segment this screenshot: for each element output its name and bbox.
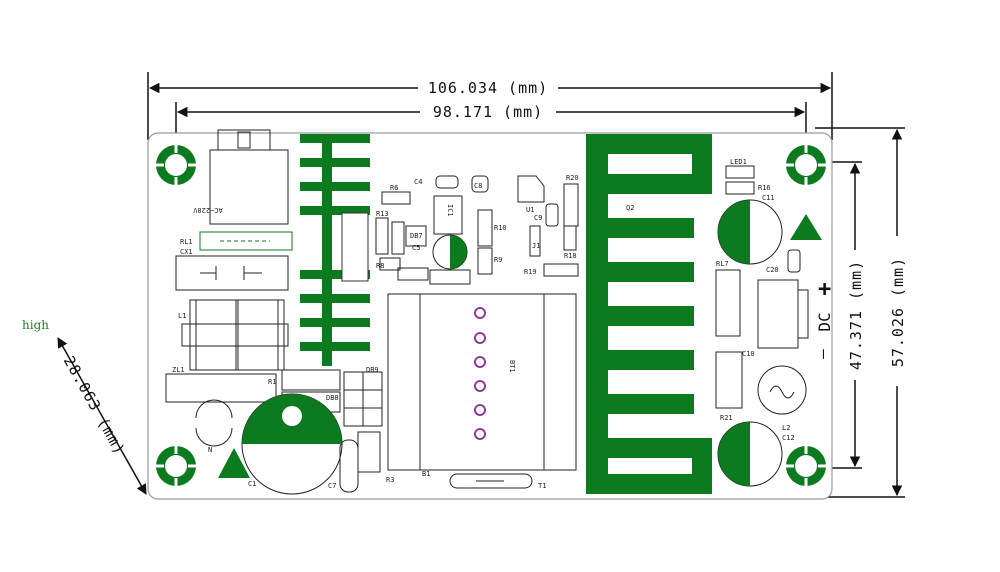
components-center [375,175,579,489]
label-r19: R19 [524,268,537,276]
label-c1: C1 [248,480,256,488]
heatsink-left [300,134,370,366]
side-note: high [22,318,49,332]
label-rl1: RL1 [180,238,193,246]
label-ic1: IC1 [446,204,454,217]
dim-hole-height: 47.371 (mm) [847,260,865,370]
label-r16: R16 [758,184,771,192]
label-r9: R9 [494,256,502,264]
label-c8: C8 [474,182,482,190]
label-rl7: RL7 [716,260,729,268]
label-c7: C7 [328,482,336,490]
label-r21: R21 [720,414,733,422]
label-db7: DB7 [410,232,423,240]
label-led1: LED1 [730,158,747,166]
label-r1: R1 [268,378,276,386]
label-db8: DB8 [326,394,339,402]
label-t1: T1 [538,482,546,490]
label-c5: C5 [412,244,420,252]
label-r18: R18 [564,252,577,260]
dim-overall-height: 57.026 (mm) [889,257,907,367]
label-r8: R8 [376,262,384,270]
components-right [715,165,809,415]
label-c9: C9 [534,214,542,222]
label-cx1: CX1 [180,248,193,256]
label-l1: L1 [178,312,186,320]
label-bt1: BT1 [508,360,516,373]
label-plus: + [818,277,831,302]
label-r6: R6 [390,184,398,192]
label-ac-in: AC~220V [192,206,222,214]
transformer-pins [474,307,486,440]
label-c12: C12 [782,434,795,442]
label-r13: R13 [376,210,389,218]
label-r20: R20 [566,174,579,182]
label-r10: R10 [494,224,507,232]
label-zl1: ZL1 [172,366,185,374]
label-b1: B1 [422,470,430,478]
dim-diagonal: 28.063 (mm) [60,353,129,458]
label-l2: L2 [782,424,790,432]
label-c4: C4 [414,178,422,186]
label-q2: Q2 [626,204,634,212]
dim-hole-width: 98.171 (mm) [433,103,543,121]
label-n: N [208,446,212,454]
label-c20: C20 [766,266,779,274]
label-c11: C11 [762,194,775,202]
dim-overall-width: 106.034 (mm) [428,79,548,97]
label-u1: U1 [526,206,534,214]
label-db9: DB9 [366,366,379,374]
label-r3: R3 [386,476,394,484]
label-minus: — [813,349,832,359]
label-c10: C10 [742,350,755,358]
label-j1: J1 [532,242,540,250]
component-labels: AC~220V RL1 CX1 L1 ZL1 R1 N C1 C7 R3 DB9… [172,158,795,490]
label-dc: DC [815,312,834,331]
mounting-holes [156,145,826,486]
heatsink-right [586,134,712,494]
